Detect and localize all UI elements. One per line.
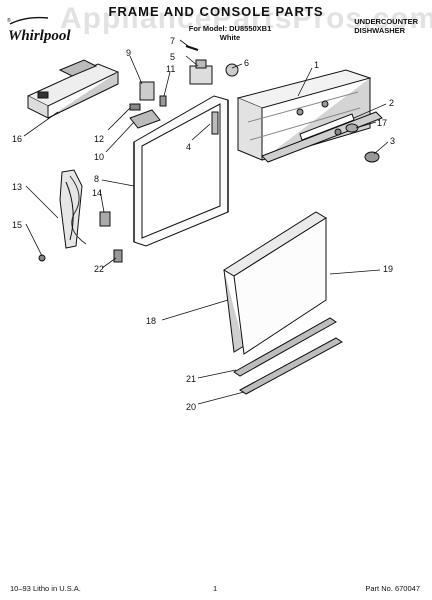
part-4-strip [211, 111, 219, 135]
callout-17: 17 [377, 118, 387, 128]
part-3-knob [364, 151, 380, 163]
part-10-latch [129, 109, 161, 129]
callout-6: 6 [244, 58, 249, 68]
part-11-clip [159, 95, 167, 107]
part-16-latch-block [26, 59, 120, 119]
leader-lines [23, 39, 389, 405]
model-line: For Model: DU8550XB1 [188, 24, 272, 33]
callout-5: 5 [170, 52, 175, 62]
part-5-switch [189, 59, 213, 85]
callout-12: 12 [94, 134, 104, 144]
callout-18: 18 [146, 316, 156, 326]
part-15-screw [38, 254, 46, 262]
callout-21: 21 [186, 374, 196, 384]
part-9-bracket [139, 81, 155, 101]
callout-10: 10 [94, 152, 104, 162]
part-20-rail [239, 337, 343, 395]
appliance-type-line1: UNDERCOUNTER [354, 17, 418, 26]
callout-4: 4 [186, 142, 191, 152]
svg-text:®: ® [7, 17, 11, 24]
part-22-clip [113, 249, 123, 263]
callout-19: 19 [383, 264, 393, 274]
whirlpool-logo: Whirlpool ® [7, 16, 71, 44]
callout-numbers: 1 2 3 4 5 6 7 8 9 10 11 12 13 14 15 16 1… [12, 36, 395, 412]
color-line: White [219, 33, 241, 42]
part-13-wire-harness [59, 169, 87, 249]
callout-14: 14 [92, 188, 102, 198]
callout-1: 1 [314, 60, 319, 70]
part-18-door-panel [223, 211, 327, 353]
part-17-knob [345, 123, 359, 133]
callout-20: 20 [186, 402, 196, 412]
callout-8: 8 [94, 174, 99, 184]
callout-15: 15 [12, 220, 22, 230]
part-19-door-panel [233, 217, 327, 355]
callout-16: 16 [12, 134, 22, 144]
callout-2: 2 [389, 98, 394, 108]
page-title: FRAME AND CONSOLE PARTS [108, 4, 324, 19]
callout-13: 13 [12, 182, 22, 192]
page-number: 1 [213, 584, 218, 593]
part-14-connector [99, 211, 111, 227]
callout-9: 9 [126, 48, 131, 58]
part-21-rail [233, 317, 337, 377]
appliance-type-line2: DISHWASHER [354, 26, 406, 35]
callout-7: 7 [170, 36, 175, 46]
part-number: Part No. 670047 [365, 584, 420, 593]
callout-3: 3 [390, 136, 395, 146]
appliance-type: UNDERCOUNTER DISHWASHER [354, 17, 418, 35]
watermark: AppliancePartsPros.com [60, 2, 432, 35]
part-6-knob [225, 63, 239, 77]
part-8-door-frame [133, 95, 229, 247]
svg-text:Whirlpool: Whirlpool [8, 28, 71, 44]
callout-11: 11 [166, 64, 175, 74]
part-7-screw [185, 45, 199, 51]
litho-note: 10–93 Litho in U.S.A. [10, 584, 81, 593]
callout-22: 22 [94, 264, 104, 274]
part-12-screw [129, 103, 141, 111]
part-1-control-panel [236, 69, 372, 161]
